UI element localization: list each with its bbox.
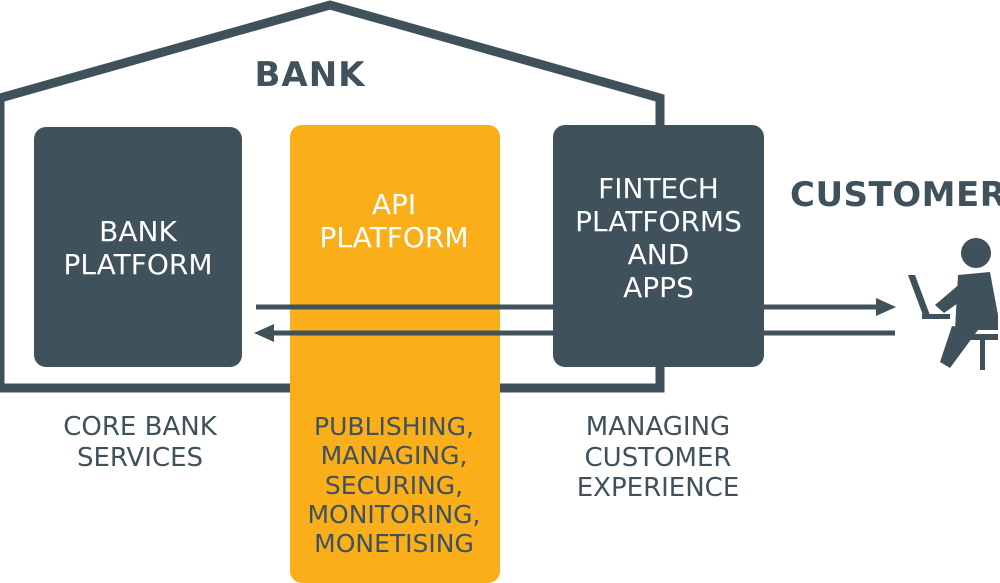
api-platform-column [290,125,500,583]
bank-platform-box [34,127,242,367]
bank-house-outline [0,0,665,393]
api-platform-caption: PUBLISHING, MANAGING, SECURING, MONITORI… [307,412,481,558]
fintech-platforms-box [553,125,764,367]
bank-platform-label: BANK PLATFORM [63,215,213,282]
core-bank-services-caption: CORE BANK SERVICES [63,412,217,473]
customer-title: CUSTOMER [790,175,1000,215]
bank-title: BANK [254,55,366,95]
api-platform-label: API PLATFORM [319,188,469,255]
arrow-head-right [876,298,896,316]
arrow-head-left [254,324,274,342]
person-at-laptop-icon [908,238,998,370]
managing-customer-experience-caption: MANAGING CUSTOMER EXPERIENCE [576,412,740,504]
fintech-platforms-label: FINTECH PLATFORMS AND APPS [575,172,742,305]
